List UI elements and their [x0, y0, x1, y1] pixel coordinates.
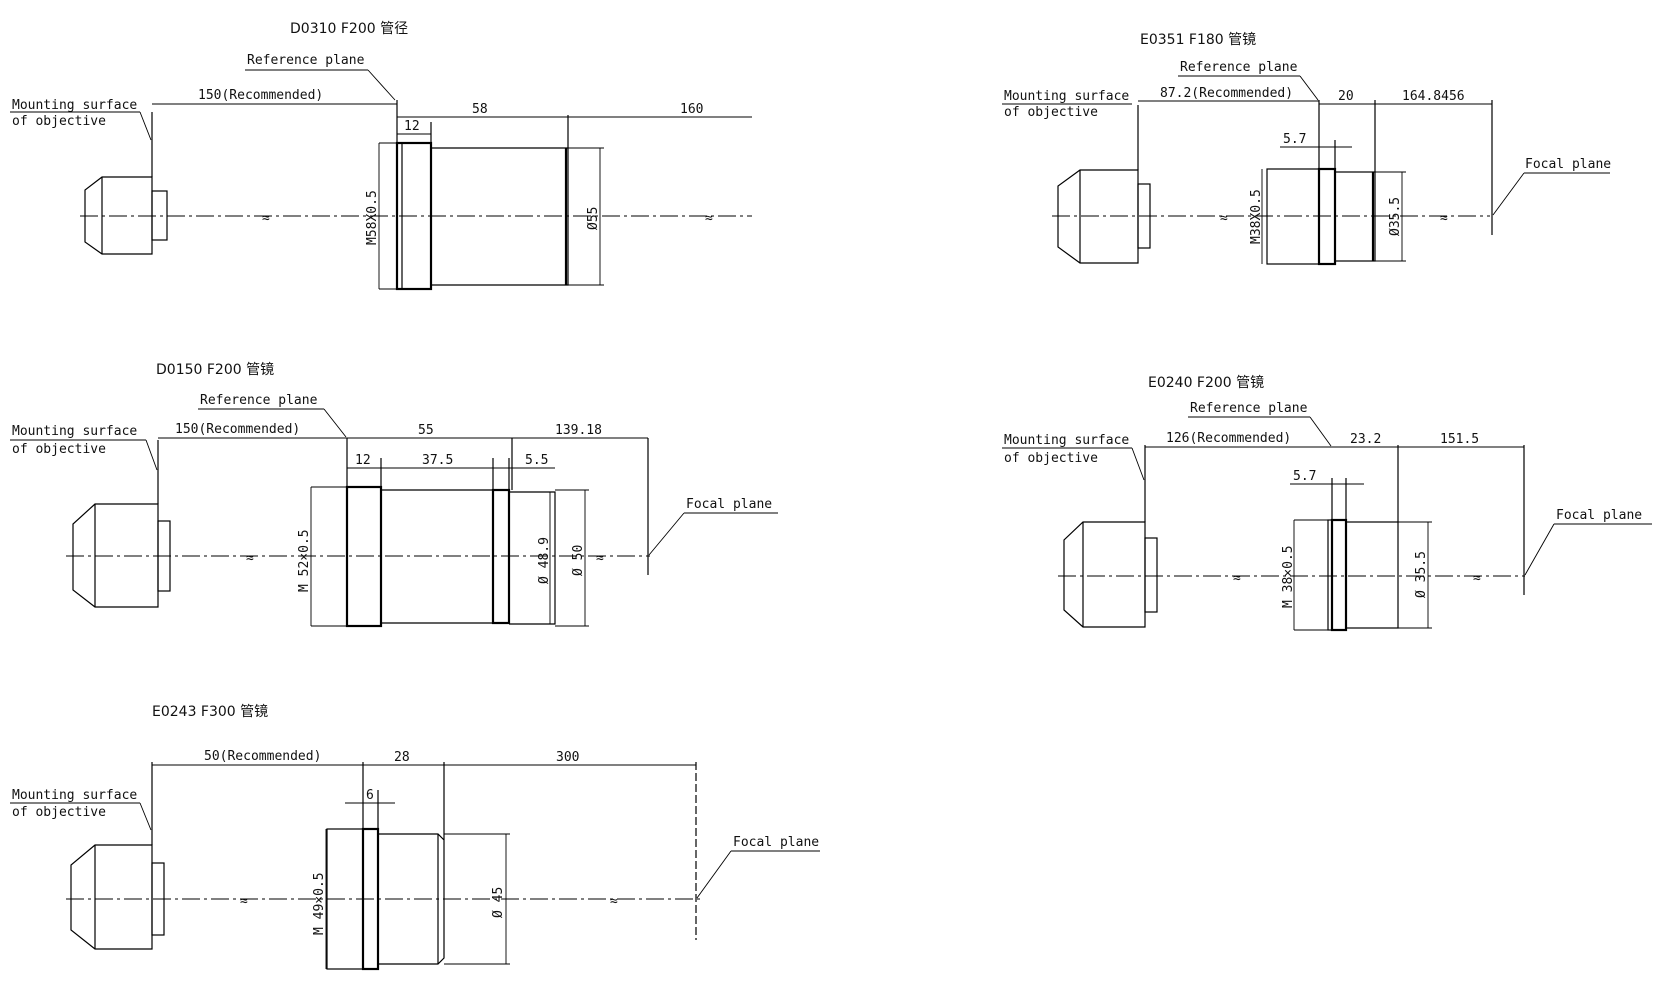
tube-lens-body	[378, 833, 445, 965]
dim-flange: 5.7	[1293, 469, 1316, 484]
diagram-title: D0310 F200 管径	[290, 21, 408, 37]
break-mark: ≈	[1440, 211, 1448, 226]
dim-length: 23.2	[1350, 432, 1381, 447]
diameter-spec: Ø55	[586, 207, 601, 230]
tube-lens-body	[1334, 171, 1376, 262]
mount-label: of objective	[12, 442, 106, 457]
reference-plane-label: Reference plane	[200, 393, 318, 408]
diameter-spec: Ø35.5	[1388, 197, 1403, 236]
objective-thread	[151, 862, 165, 936]
diameter-inner-spec: Ø 48.9	[537, 537, 552, 584]
dim-flange: 5.7	[1283, 132, 1306, 147]
break-mark: ≈	[1473, 571, 1481, 586]
dim-length: 55	[418, 423, 434, 438]
tube-lens-body	[1345, 521, 1399, 629]
tube-lens-flange	[345, 485, 383, 628]
dim-distance: 126(Recommended)	[1166, 431, 1291, 446]
thread-spec: M 49×0.5	[312, 872, 327, 935]
diagram-e0240: E0240 F200 管镜 ≈ ≈ 126(Recommended) 23.2 …	[1002, 375, 1652, 632]
tube-lens-body	[431, 147, 569, 286]
dim-body: 37.5	[422, 453, 453, 468]
dim-distance: 150(Recommended)	[198, 88, 323, 103]
break-mark: ≈	[246, 551, 254, 566]
dim-distance: 50(Recommended)	[204, 749, 321, 764]
objective-body	[1063, 521, 1146, 628]
objective-thread	[157, 520, 171, 592]
diagram-title: D0150 F200 管镜	[156, 362, 274, 378]
dim-focal: 151.5	[1440, 432, 1479, 447]
objective-thread	[151, 190, 168, 241]
break-mark: ≈	[596, 551, 604, 566]
diagram-d0310: D0310 F200 管径 ≈ ≈ 150(Recommended) 58 16…	[10, 21, 752, 291]
dim-focal: 139.18	[555, 423, 602, 438]
reference-plane-label: Reference plane	[1180, 60, 1298, 75]
thread-spec: M58X0.5	[365, 190, 380, 245]
diagram-title: E0240 F200 管镜	[1148, 375, 1264, 391]
dim-flange: 6	[366, 788, 374, 803]
dim-focal: 164.8456	[1402, 89, 1465, 104]
mount-label: Mounting surface	[12, 424, 137, 439]
focal-plane-label: Focal plane	[733, 835, 819, 850]
diagram-title: E0243 F300 管镜	[152, 704, 268, 720]
objective-thread	[1137, 183, 1151, 249]
mount-label: Mounting surface	[1004, 89, 1129, 104]
break-mark: ≈	[705, 211, 713, 226]
break-mark: ≈	[240, 894, 248, 909]
diagram-title: E0351 F180 管镜	[1140, 32, 1256, 48]
diagram-e0351: E0351 F180 管镜 ≈ ≈ 87.2(Recommended) 20 1…	[1002, 32, 1611, 266]
break-mark: ≈	[262, 211, 270, 226]
dim-flange: 12	[404, 119, 420, 134]
diameter-spec: Ø 50	[571, 545, 586, 576]
break-mark: ≈	[1220, 211, 1228, 226]
focal-plane-label: Focal plane	[686, 497, 772, 512]
thread-spec: M 38×0.5	[1281, 545, 1296, 608]
focal-plane-label: Focal plane	[1525, 157, 1611, 172]
dim-distance: 150(Recommended)	[175, 422, 300, 437]
reference-plane-label: Reference plane	[1190, 401, 1308, 416]
diameter-spec: Ø 35.5	[1414, 551, 1429, 598]
mount-label: of objective	[12, 805, 106, 820]
objective-thread	[1144, 537, 1158, 613]
dim-length: 28	[394, 750, 410, 765]
dim-length: 20	[1338, 89, 1354, 104]
dim-distance: 87.2(Recommended)	[1160, 86, 1293, 101]
thread-spec: M38X0.5	[1249, 189, 1264, 244]
dim-focal: 160	[680, 102, 703, 117]
diagram-e0243: E0243 F300 管镜 ≈ ≈ 50(Recommended) 28 300…	[10, 704, 820, 971]
diameter-spec: Ø 45	[491, 887, 506, 918]
dim-flange: 12	[355, 453, 371, 468]
mount-label: Mounting surface	[1004, 433, 1129, 448]
focal-plane-label: Focal plane	[1556, 508, 1642, 523]
objective-body	[72, 503, 159, 608]
break-mark: ≈	[610, 894, 618, 909]
mount-label: Mounting surface	[12, 788, 137, 803]
thread-spec: M 52×0.5	[297, 529, 312, 592]
tube-lens-flange	[395, 141, 433, 291]
dim-focal: 300	[556, 750, 579, 765]
diagram-d0150: D0150 F200 管镜 ≈ ≈ 150(Recommended) 55 13…	[10, 362, 778, 628]
reference-plane-label: Reference plane	[247, 53, 365, 68]
mount-label: of objective	[1004, 105, 1098, 120]
break-mark: ≈	[1233, 571, 1241, 586]
mount-label: Mounting surface	[12, 98, 137, 113]
dim-end: 5.5	[525, 453, 548, 468]
dim-length: 58	[472, 102, 488, 117]
objective-body	[70, 844, 153, 950]
mount-label: of objective	[1004, 451, 1098, 466]
mount-label: of objective	[12, 114, 106, 129]
